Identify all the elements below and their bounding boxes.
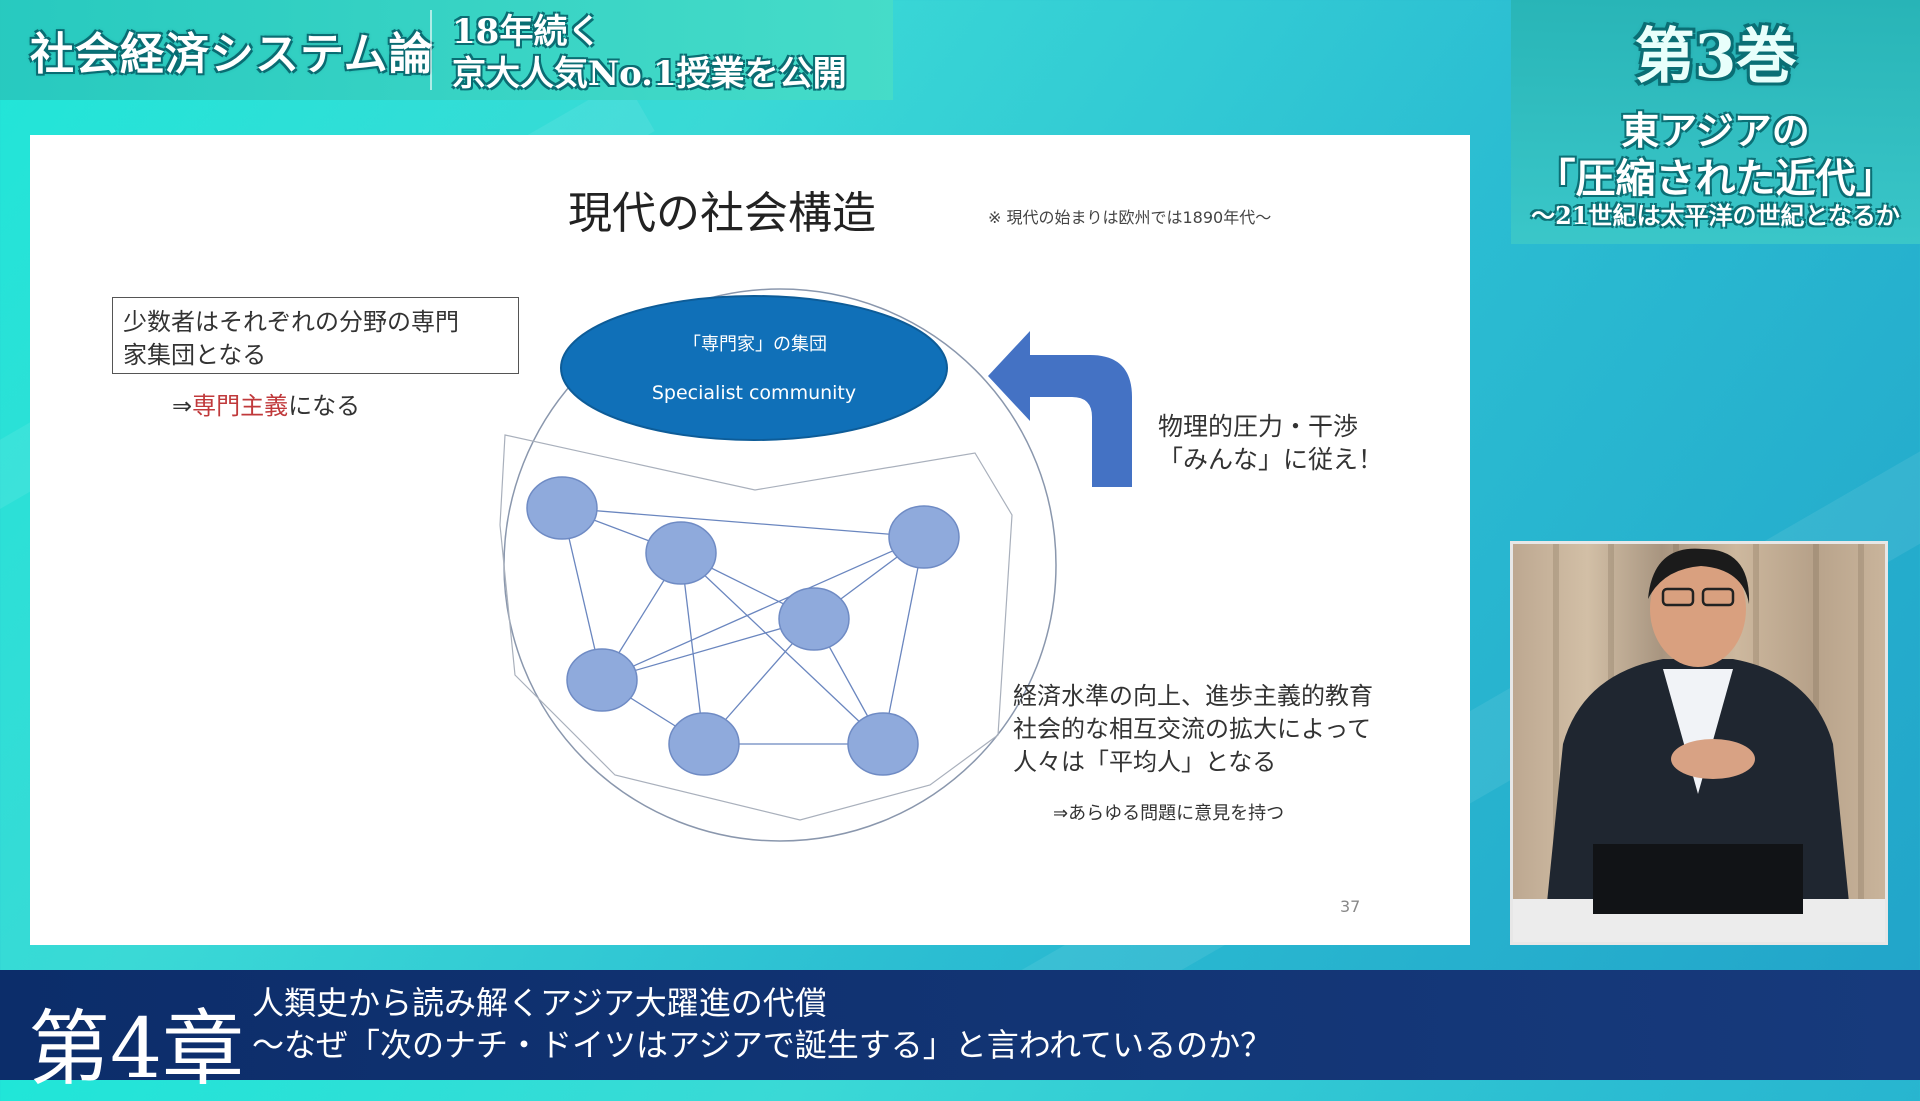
series-subtitle-line2: 京大人気No.1授業を公開	[452, 54, 847, 94]
average-text-line3: 人々は「平均人」となる	[1013, 748, 1277, 776]
volume-label: 第3巻	[1634, 22, 1797, 92]
average-text-line2: 社会的な相互交流の拡大によって	[1013, 715, 1372, 743]
network-node	[645, 521, 717, 585]
network-edge	[680, 552, 884, 745]
ellipse-label-jp: 「専門家」の集団	[683, 334, 827, 355]
chapter-bar: 第4章 人類史から読み解くアジア大躍進の代償 〜なぜ「次のナチ・ドイツはアジアで…	[0, 970, 1920, 1097]
opinion-text: ⇒あらゆる問題に意見を持つ	[1053, 803, 1285, 824]
network-node	[888, 505, 960, 569]
series-title: 社会経済システム論	[30, 29, 434, 80]
pressure-text-line1: 物理的圧力・干渉	[1158, 412, 1359, 441]
average-text-line1: 経済水準の向上、進歩主義的教育	[1013, 682, 1373, 710]
network-edge	[882, 536, 925, 745]
network-node	[526, 476, 598, 540]
specialism-keyword: 専門主義	[192, 392, 289, 420]
specialism-line: ⇒専門主義になる	[172, 386, 360, 421]
slide-note: ※ 現代の始まりは欧州では1890年代〜	[988, 208, 1272, 227]
chapter-title-line2: 〜なぜ「次のナチ・ドイツはアジアで誕生する」と言われているのか？	[252, 1026, 1273, 1064]
network-node	[566, 648, 638, 712]
presenter-hand	[1671, 739, 1755, 779]
banner-divider	[430, 10, 432, 90]
volume-banner: 第3巻 東アジアの 「圧縮された近代」 〜21世紀は太平洋の世紀となるか	[1511, 0, 1920, 244]
series-subtitle-line1: 18年続く	[452, 12, 602, 52]
box-text-line2: 家集団となる	[123, 341, 267, 369]
society-diagram	[499, 288, 1132, 842]
volume-title-line1: 東アジアの	[1621, 108, 1810, 153]
specialism-suffix: になる	[288, 392, 361, 420]
ellipse-label-en: Specialist community	[651, 382, 857, 404]
presenter-shirt	[1663, 669, 1733, 794]
presenter-face	[1650, 551, 1746, 667]
chapter-label: 第4章	[28, 1002, 245, 1097]
network-node	[778, 587, 850, 651]
laptop	[1593, 844, 1803, 914]
network-edge	[680, 552, 705, 745]
chapter-title-line1: 人類史から読み解くアジア大躍進の代償	[252, 984, 827, 1022]
network-edge	[601, 618, 815, 681]
presentation-slide: 現代の社会構造 ※ 現代の始まりは欧州では1890年代〜 少数者はそれぞれの分野…	[30, 135, 1470, 945]
society-boundary	[499, 434, 1013, 821]
network-edge	[561, 507, 925, 538]
network-nodes	[526, 476, 960, 776]
volume-title-line2: 「圧縮された近代」	[1535, 155, 1896, 202]
page-number: 37	[1340, 897, 1361, 916]
network-node	[847, 712, 919, 776]
presenter-figure	[1513, 548, 1885, 942]
specialist-ellipse	[560, 295, 948, 441]
volume-title-line3: 〜21世紀は太平洋の世紀となるか	[1531, 201, 1900, 230]
specialist-text-box: 少数者はそれぞれの分野の専門 家集団となる	[112, 297, 519, 374]
network-node	[668, 712, 740, 776]
presenter-video	[1510, 541, 1888, 945]
box-text-line1: 少数者はそれぞれの分野の専門	[123, 308, 459, 336]
pressure-arrow	[988, 331, 1132, 487]
pressure-text-line2: 「みんな」に従え！	[1158, 445, 1384, 474]
series-banner: 社会経済システム論 18年続く 京大人気No.1授業を公開	[0, 0, 893, 100]
slide-title: 現代の社会構造	[568, 188, 876, 239]
arrow-symbol: ⇒	[172, 392, 193, 420]
presenter-hair	[1648, 548, 1750, 604]
network-edge	[601, 536, 925, 681]
